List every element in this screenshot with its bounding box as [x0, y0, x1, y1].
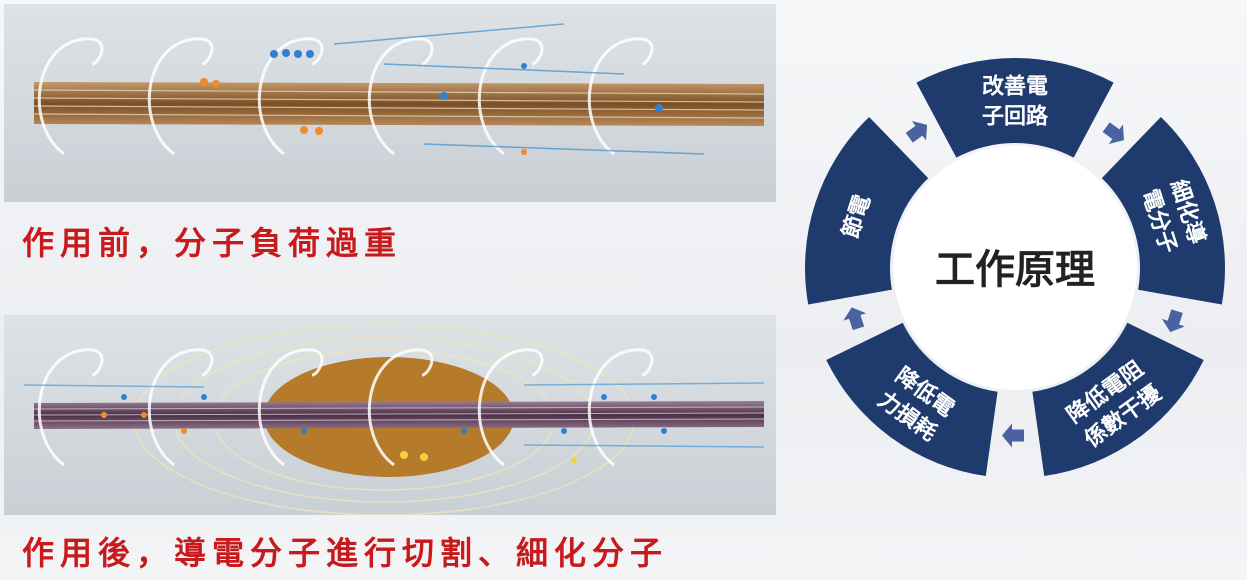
- cycle-step-label: 子回路: [982, 104, 1049, 130]
- cycle-arrow-icon: [1002, 424, 1024, 448]
- cycle-arrow-icon: [1159, 307, 1189, 335]
- caption-before: 作用前，分子負荷過重: [22, 218, 402, 264]
- cycle-arrow-icon: [840, 304, 870, 332]
- cycle-step-label: 改善電: [982, 74, 1048, 100]
- caption-after: 作用後，導電分子進行切割、細化分子: [22, 528, 668, 574]
- cycle-center-title: 工作原理: [935, 246, 1095, 293]
- cycle-arrow-icon: [1099, 117, 1131, 149]
- cycle-arrow-icon: [902, 115, 934, 147]
- illustration-before: [4, 4, 776, 202]
- illustration-after: [4, 315, 776, 515]
